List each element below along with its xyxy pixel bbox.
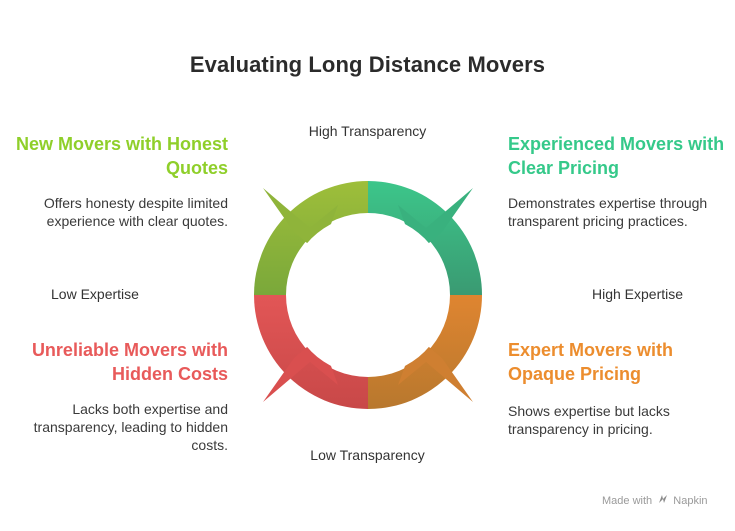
axis-label-low-expertise: Low Expertise	[51, 286, 139, 302]
axis-label-high-transparency: High Transparency	[308, 123, 427, 139]
watermark-brand: Napkin	[673, 495, 708, 507]
napkin-watermark[interactable]: Made with Napkin	[602, 494, 708, 507]
quadrant-title-bottom-left: Unreliable Movers with Hidden Costs	[31, 340, 228, 384]
quadrant-description-bottom-left: Lacks both expertise and transparency, l…	[33, 401, 228, 453]
napkin-logo-icon	[658, 494, 668, 507]
quadrant-title-bottom-right: Expert Movers with Opaque Pricing	[508, 340, 674, 384]
diagram-title: Evaluating Long Distance Movers	[189, 52, 546, 77]
quadrant-description-bottom-right: Shows expertise but lacks transparency i…	[508, 403, 670, 437]
quadrant-description-top-left: Offers honesty despite limited experienc…	[43, 195, 228, 229]
axis-label-low-transparency: Low Transparency	[310, 447, 425, 463]
quadrant-title-top-right: Experienced Movers with Clear Pricing	[508, 134, 725, 178]
quadrant-description-top-right: Demonstrates expertise through transpare…	[508, 195, 708, 229]
watermark-made-with: Made with	[602, 495, 653, 507]
ring-center	[288, 215, 448, 375]
quadrant-title-top-left: New Movers with Honest Quotes	[15, 134, 228, 178]
axis-label-high-expertise: High Expertise	[592, 286, 684, 302]
